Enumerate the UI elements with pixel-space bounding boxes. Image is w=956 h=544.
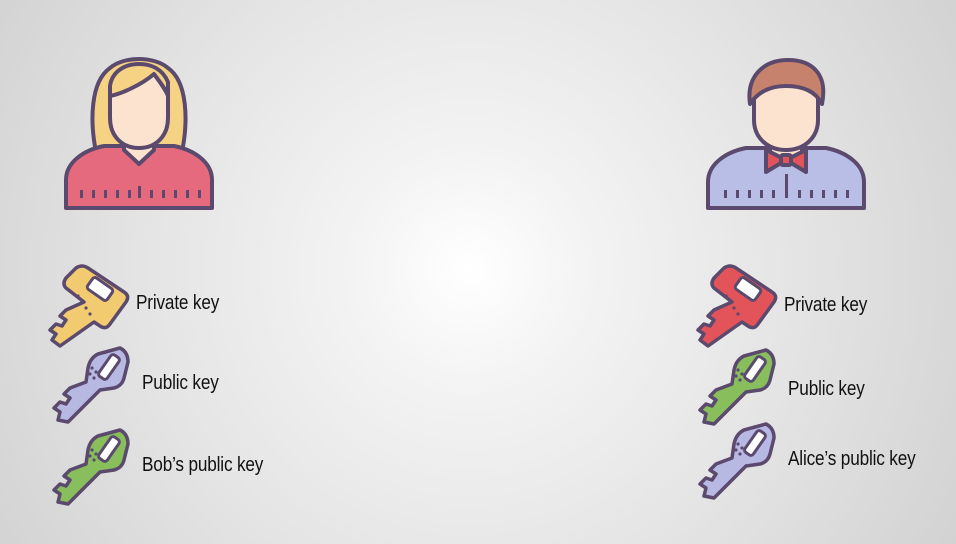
key-icon <box>44 262 134 350</box>
key-shape <box>48 264 130 348</box>
key-icon <box>692 340 782 428</box>
key-label: Private key <box>784 294 868 316</box>
key-icon <box>692 262 782 350</box>
key-icon <box>46 338 136 426</box>
key-shape <box>696 264 778 348</box>
man-avatar-icon <box>706 58 866 210</box>
key-label: Private key <box>136 292 220 314</box>
key-icon <box>692 414 782 502</box>
key-label: Public key <box>788 378 865 400</box>
woman-avatar-icon <box>64 57 214 210</box>
key-icon <box>46 420 136 508</box>
alice-avatar <box>62 52 216 212</box>
key-label: Alice’s public key <box>788 448 916 470</box>
key-label: Bob’s public key <box>142 454 264 476</box>
key-label: Public key <box>142 372 219 394</box>
bob-avatar <box>704 52 868 212</box>
